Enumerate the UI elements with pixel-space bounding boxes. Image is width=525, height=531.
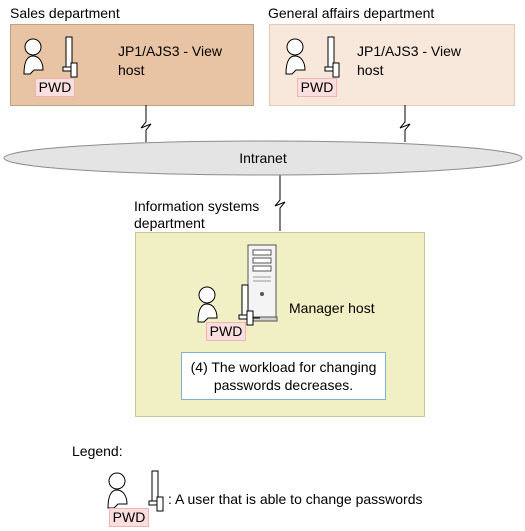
monitor-icon <box>238 284 260 326</box>
monitor-icon <box>62 36 78 78</box>
intranet-ellipse <box>3 140 523 176</box>
manager-host-label: Manager host <box>289 300 375 316</box>
user-icon <box>107 472 128 509</box>
pwd-tag: PWD <box>297 78 337 97</box>
pwd-tag: PWD <box>206 322 246 341</box>
user-icon <box>23 38 44 75</box>
legend-description: : A user that is able to change password… <box>168 491 423 507</box>
general-dept-label: General affairs department <box>268 5 435 21</box>
sales-dept-label: Sales department <box>10 5 120 21</box>
general-network-link-icon <box>399 105 411 142</box>
user-icon <box>285 38 306 75</box>
legend-title: Legend: <box>72 443 123 459</box>
sales-network-link-icon <box>140 105 152 142</box>
workload-note: (4) The workload for changing passwords … <box>181 352 386 400</box>
intranet-label: Intranet <box>239 150 287 166</box>
general-user-terminal: PWD <box>284 36 340 97</box>
server-icon <box>246 244 278 322</box>
sales-view-host-label: JP1/AJS3 - View host <box>118 43 223 78</box>
general-view-host-label: JP1/AJS3 - View host <box>357 43 462 78</box>
pwd-tag: PWD <box>109 508 149 527</box>
user-icon <box>197 286 218 323</box>
infosys-user-terminal: PWD <box>196 284 266 344</box>
sales-user-terminal: PWD <box>22 36 78 97</box>
infosys-dept-label: Information systems department <box>134 198 260 231</box>
monitor-icon <box>324 36 340 78</box>
legend-user-terminal: PWD <box>106 470 166 530</box>
monitor-icon <box>148 470 164 512</box>
pwd-tag: PWD <box>35 78 75 97</box>
infosys-network-link-icon <box>274 175 286 231</box>
